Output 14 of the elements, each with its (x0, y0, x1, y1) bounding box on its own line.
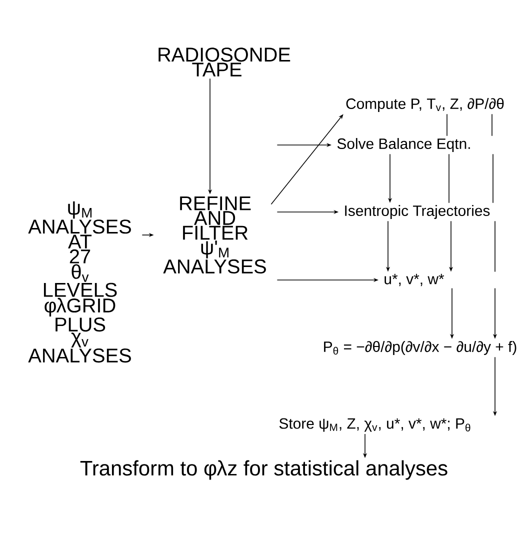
step-text: P$_{θ}$ = −∂θ/∂p(∂v/∂x − ∂u/∂y + f) (324, 341, 516, 355)
step-text: Solve Balance Eqtn. (337, 138, 470, 152)
step-text: RADIOSONDE TAPE (158, 48, 290, 76)
connector-line (494, 220, 496, 272)
connector-line (492, 154, 494, 204)
connector-line (448, 154, 450, 204)
step-text: REFINE AND FILTER ψ'$_{M}$ ANALYSES (163, 196, 266, 274)
connector-line (446, 114, 448, 136)
step-text: Transform to φλz for statistical analyses (80, 460, 448, 480)
step-text: ψ$_{M}$ ANALYSES AT 27 θ$_{v}$ LEVELS φλGRID PLUS χ$_{v}$ ANALYSES (28, 201, 131, 363)
step-text: Isentropic Trajectories (345, 205, 490, 219)
step-text: Compute P, T$_{v}$, Z, ∂P/∂θ (346, 98, 504, 112)
step-text: u*, v*, w* (384, 274, 444, 286)
step-text: Store ψ$_{M}$, Z, χ$_{v}$, u*, v*, w*; P$_{θ}$ (279, 418, 470, 432)
